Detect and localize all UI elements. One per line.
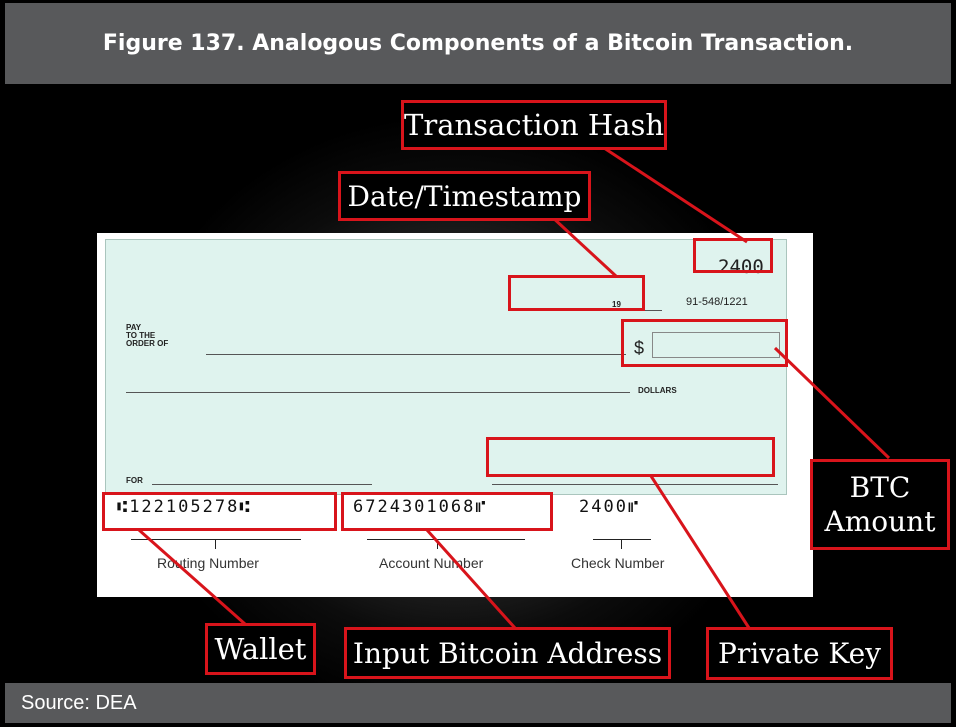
date-suffix: 19 <box>612 300 621 309</box>
connector-private-key <box>649 475 751 629</box>
dollars-label: DOLLARS <box>638 386 677 395</box>
dollars-line <box>126 392 630 393</box>
connector-wallet <box>138 528 246 626</box>
figure-source: Source: DEA <box>5 683 951 723</box>
label-input-bitcoin-address: Input Bitcoin Address <box>344 627 671 679</box>
micr-check: 2400⑈ <box>579 497 641 517</box>
routing-bracket <box>131 539 301 540</box>
figure-title: Figure 137. Analogous Components of a Bi… <box>5 3 951 84</box>
diagram-stage: 2400 19 91-548/1221 PAY TO THE ORDER OF … <box>5 84 951 683</box>
micr-routing: ⑆122105278⑆ <box>117 497 252 517</box>
connector-date <box>549 214 619 279</box>
caption-account: Account Number <box>379 555 484 571</box>
highlight-amount <box>621 319 788 367</box>
check-image: 2400 19 91-548/1221 PAY TO THE ORDER OF … <box>97 233 813 597</box>
routing-fraction: 91-548/1221 <box>686 296 748 308</box>
routing-tick <box>215 539 216 549</box>
pay-to-label: PAY TO THE ORDER OF <box>126 323 169 348</box>
memo-line <box>152 484 372 485</box>
label-private-key: Private Key <box>706 627 893 680</box>
connector-lines <box>138 144 891 630</box>
for-label: FOR <box>126 476 143 485</box>
check-body: 2400 19 91-548/1221 PAY TO THE ORDER OF … <box>105 239 787 495</box>
highlight-signature <box>486 437 775 477</box>
checknum-tick <box>621 539 622 549</box>
signature-line <box>492 484 778 485</box>
account-tick <box>437 539 438 549</box>
highlight-routing <box>102 492 337 531</box>
amount-box <box>652 332 780 358</box>
highlight-check-number <box>693 238 773 273</box>
label-date-timestamp: Date/Timestamp <box>338 171 591 221</box>
checknum-bracket <box>593 539 651 540</box>
caption-check: Check Number <box>571 555 665 571</box>
label-transaction-hash: Transaction Hash <box>401 100 667 150</box>
highlight-date <box>508 275 645 311</box>
account-bracket <box>367 539 525 540</box>
payee-line <box>206 354 626 355</box>
label-wallet: Wallet <box>205 623 316 675</box>
micr-account: 6724301068⑈ <box>353 497 488 517</box>
connector-btc-amount <box>773 346 891 460</box>
label-btc-amount: BTC Amount <box>810 459 950 550</box>
dollar-sign: $ <box>634 338 645 358</box>
highlight-account <box>341 492 553 531</box>
connector-transaction-hash <box>600 144 748 244</box>
connector-input-address <box>425 528 517 630</box>
